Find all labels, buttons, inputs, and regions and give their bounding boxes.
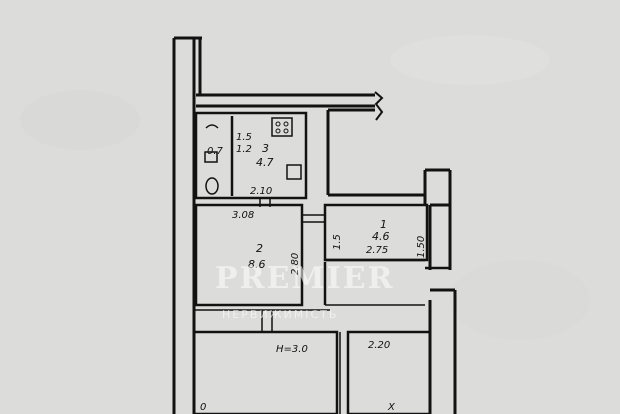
wc-dim-a: 1.5: [236, 132, 252, 143]
room1-left-dim: 1.5: [332, 234, 343, 250]
room3-area: 4.7: [256, 156, 274, 169]
room-1: [323, 203, 450, 306]
room2-area: 8.6: [248, 258, 266, 271]
watermark-logo: PREMIER НЕРВИЖИМІСТЬ: [215, 261, 394, 321]
bottom-right-partial: X: [387, 402, 396, 413]
ceiling-height: H=3.0: [276, 344, 308, 355]
bottom-left-partial: 0: [200, 402, 206, 413]
room-labels: 3 4.7 1.5 1.2 0.7 2.10 3.08 2 8.6 2.80 1…: [200, 132, 427, 413]
room1-right-dim: 1.50: [416, 236, 427, 258]
room1-number: 1: [380, 218, 387, 231]
room2-width: 3.08: [232, 210, 254, 221]
lower-rooms: [192, 309, 432, 414]
wc-dim-c: 0.7: [207, 146, 224, 157]
wc-dim-b: 1.2: [236, 144, 252, 155]
room-wc-kitchen: [194, 111, 308, 200]
room2-height: 2.80: [290, 253, 301, 275]
lower-right-width: 2.20: [368, 340, 390, 351]
room2-number: 2: [256, 242, 263, 255]
room3-number: 3: [262, 142, 269, 155]
room-2: [194, 198, 325, 307]
room1-area: 4.6: [372, 230, 390, 243]
room1-width: 2.75: [366, 245, 388, 256]
walls: [172, 36, 457, 414]
watermark-title: PREMIER: [215, 261, 394, 296]
room3-width: 2.10: [250, 186, 272, 197]
paper-texture: [20, 35, 590, 340]
watermark-subtitle: НЕРВИЖИМІСТЬ: [222, 308, 338, 321]
